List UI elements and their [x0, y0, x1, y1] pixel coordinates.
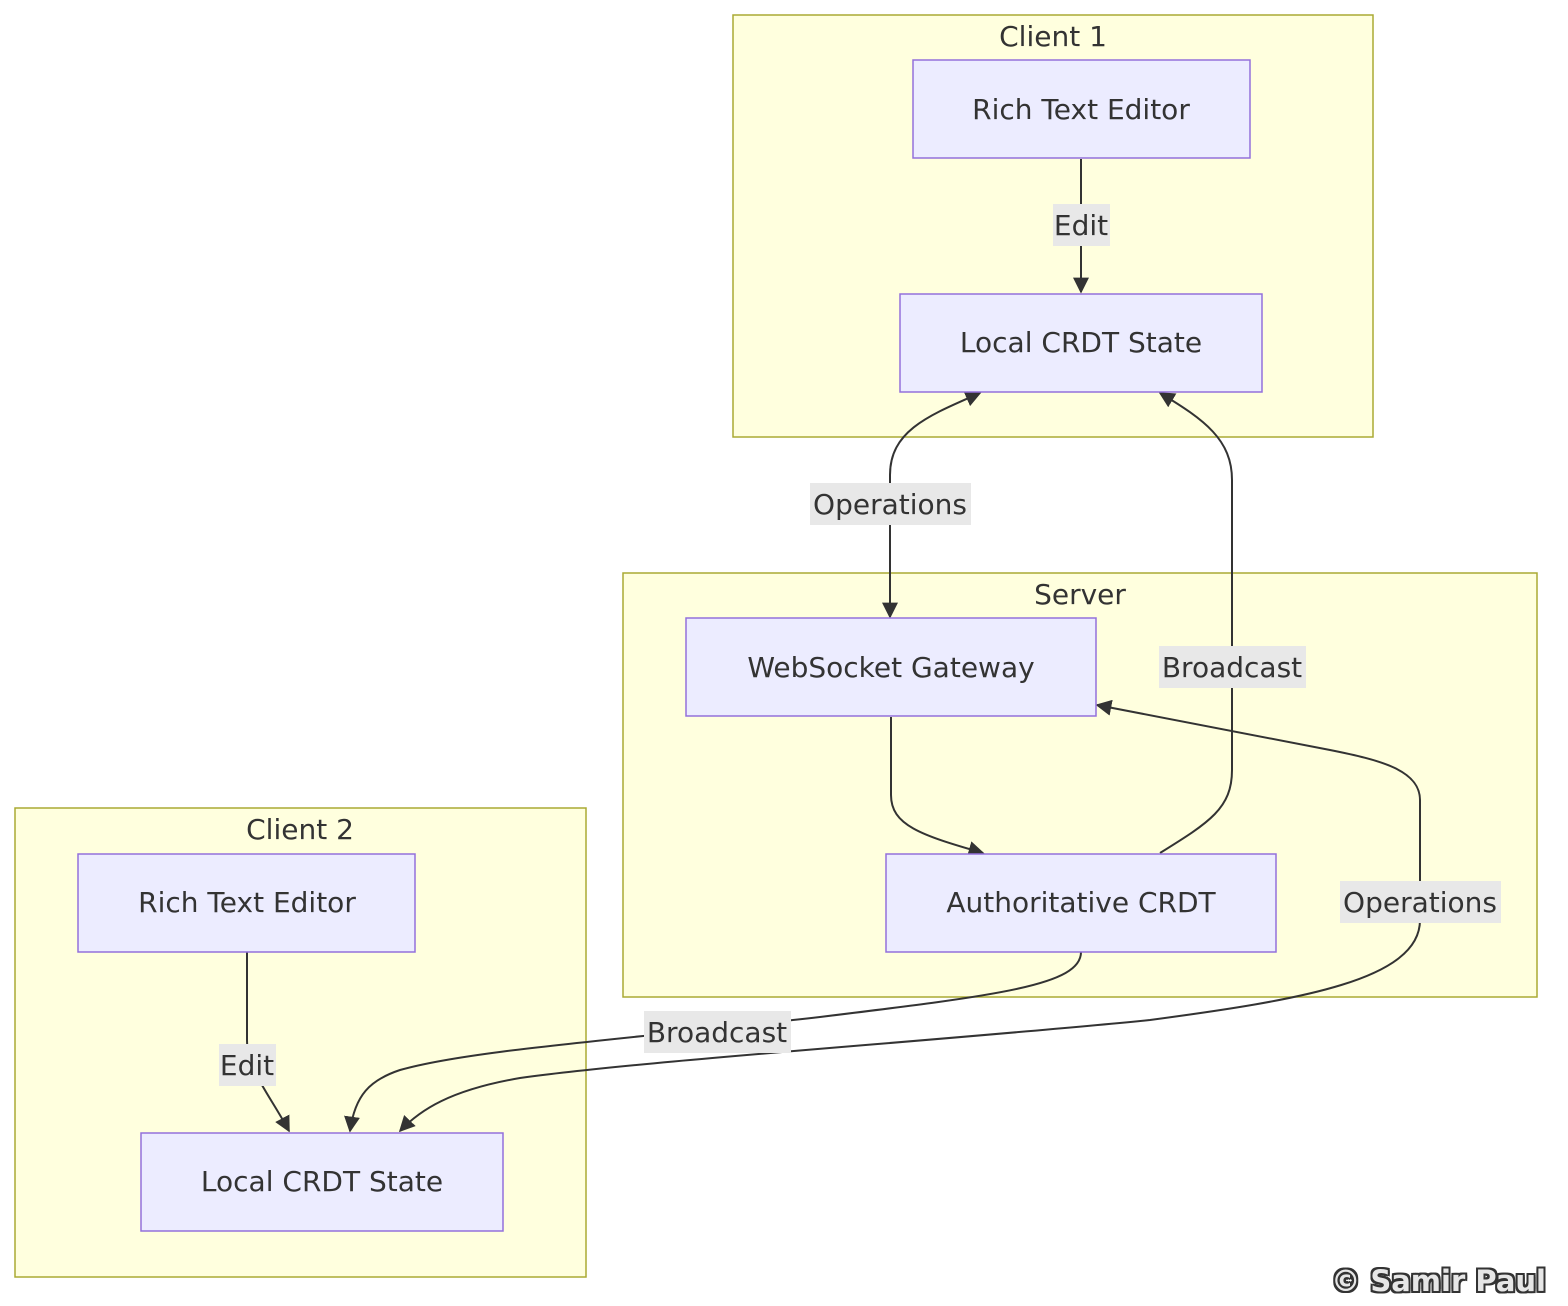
svg-text:Authoritative CRDT: Authoritative CRDT [946, 886, 1216, 919]
node-client1-local-crdt-state: Local CRDT State [899, 293, 1263, 393]
svg-text:Operations: Operations [1343, 886, 1497, 919]
edge-label-client2-operations: Operations [1340, 881, 1501, 923]
svg-text:Local CRDT State: Local CRDT State [201, 1165, 443, 1198]
edge-label-client2-broadcast: Broadcast [644, 1011, 791, 1053]
edge-label-client1-broadcast: Broadcast [1159, 646, 1306, 688]
svg-text:Rich Text Editor: Rich Text Editor [138, 886, 356, 919]
svg-text:Broadcast: Broadcast [1162, 651, 1302, 684]
svg-text:Broadcast: Broadcast [647, 1016, 787, 1049]
node-authoritative-crdt: Authoritative CRDT [885, 853, 1277, 953]
svg-text:WebSocket Gateway: WebSocket Gateway [747, 651, 1034, 684]
svg-text:Rich Text Editor: Rich Text Editor [972, 93, 1190, 126]
edge-label-client2-edit: Edit [219, 1044, 276, 1086]
node-client1-rich-text-editor: Rich Text Editor [912, 59, 1251, 159]
edge-client1-operations [882, 391, 982, 619]
node-client2-rich-text-editor: Rich Text Editor [77, 853, 416, 953]
cluster-client-1-title: Client 1 [999, 20, 1107, 53]
svg-text:Operations: Operations [813, 488, 967, 521]
edge-client1-broadcast [1158, 392, 1233, 854]
cluster-client-2-title: Client 2 [246, 813, 354, 846]
node-client2-local-crdt-state: Local CRDT State [140, 1132, 504, 1232]
edge-client2-operations [398, 699, 1421, 1133]
edge-label-client1-edit: Edit [1053, 204, 1110, 246]
cluster-server-title: Server [1034, 578, 1126, 611]
svg-text:Edit: Edit [1054, 209, 1108, 242]
edge-label-client1-operations: Operations [810, 483, 971, 525]
watermark: © Samir Paul [1331, 1264, 1546, 1298]
svg-text:Edit: Edit [220, 1049, 274, 1082]
node-websocket-gateway: WebSocket Gateway [685, 617, 1097, 717]
svg-text:Local CRDT State: Local CRDT State [960, 326, 1202, 359]
